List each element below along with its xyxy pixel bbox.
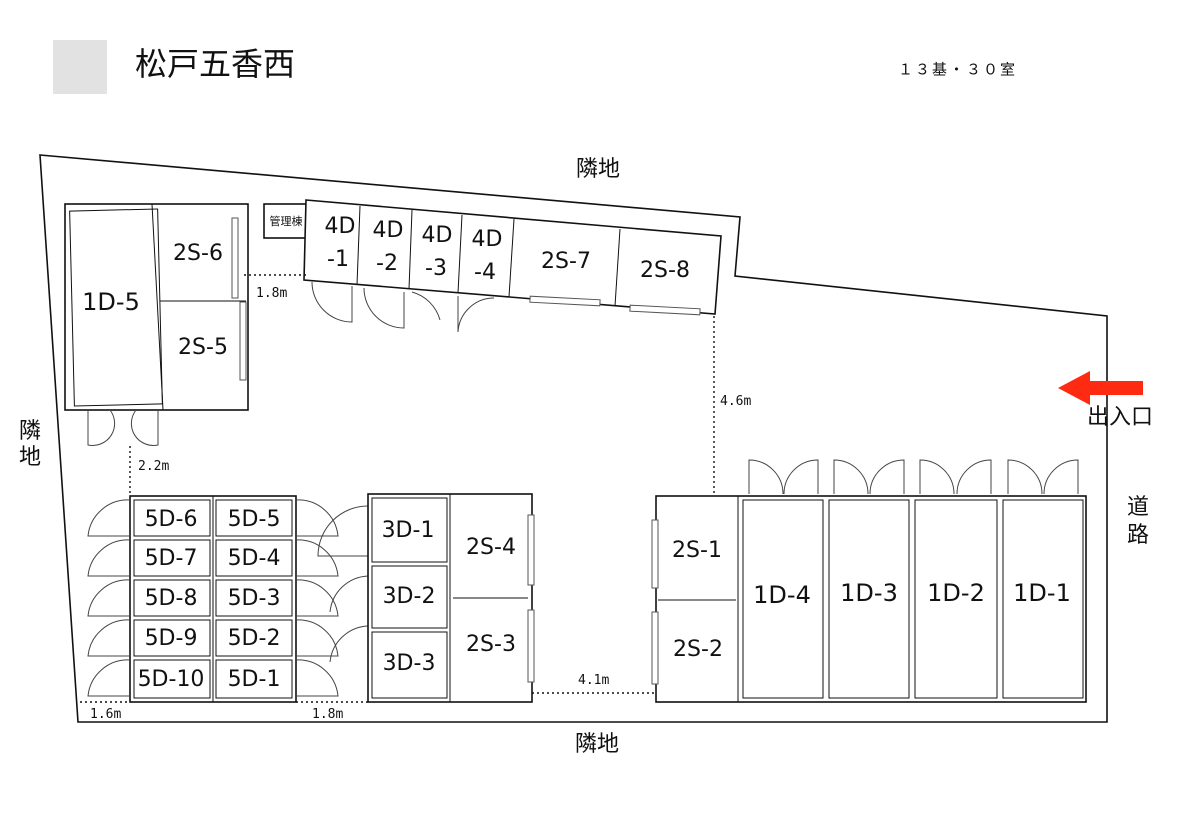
block-top-left (64, 203, 249, 446)
block-top-row (303, 199, 722, 333)
unit-4D-1-line2[interactable]: -1 (327, 247, 349, 272)
logo-placeholder (53, 40, 107, 94)
unit-5D-8[interactable]: 5D-8 (145, 586, 198, 611)
unit-summary: １３基・３０室 (898, 61, 1017, 79)
unit-5D-9[interactable]: 5D-9 (145, 626, 198, 651)
unit-2S-7[interactable]: 2S-7 (541, 249, 591, 274)
unit-2S-5[interactable]: 2S-5 (178, 335, 228, 360)
unit-5D-5[interactable]: 5D-5 (228, 507, 281, 532)
neighbor-label-left-1: 隣 (19, 419, 41, 444)
unit-2S-6[interactable]: 2S-6 (173, 241, 223, 266)
dim-top-left: 1.8m (256, 286, 287, 301)
entrance-label: 出入口 (1087, 405, 1153, 430)
unit-1D-1[interactable]: 1D-1 (1013, 579, 1071, 607)
unit-4D-2-line1[interactable]: 4D (373, 218, 404, 243)
road-label-2: 路 (1127, 523, 1149, 548)
unit-1D-4[interactable]: 1D-4 (753, 581, 811, 609)
unit-4D-4-line2[interactable]: -4 (474, 260, 496, 285)
unit-1D-5[interactable]: 1D-5 (82, 288, 140, 316)
unit-2S-3[interactable]: 2S-3 (466, 632, 516, 657)
unit-5D-4[interactable]: 5D-4 (228, 546, 281, 571)
road-label-1: 道 (1127, 495, 1149, 520)
unit-5D-7[interactable]: 5D-7 (145, 546, 198, 571)
unit-2S-2[interactable]: 2S-2 (673, 637, 723, 662)
neighbor-label-left-2: 地 (19, 445, 41, 470)
unit-5D-1[interactable]: 5D-1 (228, 667, 281, 692)
neighbor-label-top: 隣地 (576, 157, 620, 182)
unit-3D-1[interactable]: 3D-1 (382, 518, 435, 543)
dim-bottom-left: 1.6m (90, 707, 121, 722)
site-boundary (39, 154, 1108, 723)
unit-2S-8[interactable]: 2S-8 (640, 258, 690, 283)
unit-2S-4[interactable]: 2S-4 (466, 535, 516, 560)
unit-5D-2[interactable]: 5D-2 (228, 626, 281, 651)
unit-4D-1-line1[interactable]: 4D (325, 214, 356, 239)
unit-5D-10[interactable]: 5D-10 (138, 667, 205, 692)
block-5D (87, 495, 369, 703)
unit-4D-3-line1[interactable]: 4D (422, 223, 453, 248)
unit-3D-3[interactable]: 3D-3 (383, 651, 436, 676)
management-office-label: 管理棟 (270, 214, 303, 228)
block-right (651, 459, 1087, 703)
block-3D (367, 493, 535, 703)
dim-bottom-mid: 1.8m (312, 707, 343, 722)
page-title: 松戸五香西 (135, 45, 295, 83)
dim-bottom-right: 4.1m (578, 673, 609, 688)
unit-4D-3-line2[interactable]: -3 (425, 256, 447, 281)
unit-1D-2[interactable]: 1D-2 (927, 579, 985, 607)
unit-1D-3[interactable]: 1D-3 (840, 579, 898, 607)
unit-5D-3[interactable]: 5D-3 (228, 586, 281, 611)
unit-4D-4-line1[interactable]: 4D (472, 227, 503, 252)
dim-right-vertical: 4.6m (720, 394, 751, 409)
unit-2S-1[interactable]: 2S-1 (672, 538, 722, 563)
unit-4D-2-line2[interactable]: -2 (376, 251, 398, 276)
unit-5D-6[interactable]: 5D-6 (145, 507, 198, 532)
entrance-arrow-icon (1058, 371, 1143, 405)
unit-3D-2[interactable]: 3D-2 (383, 584, 436, 609)
neighbor-label-bottom: 隣地 (575, 732, 619, 757)
dim-left-vertical: 2.2m (138, 459, 169, 474)
